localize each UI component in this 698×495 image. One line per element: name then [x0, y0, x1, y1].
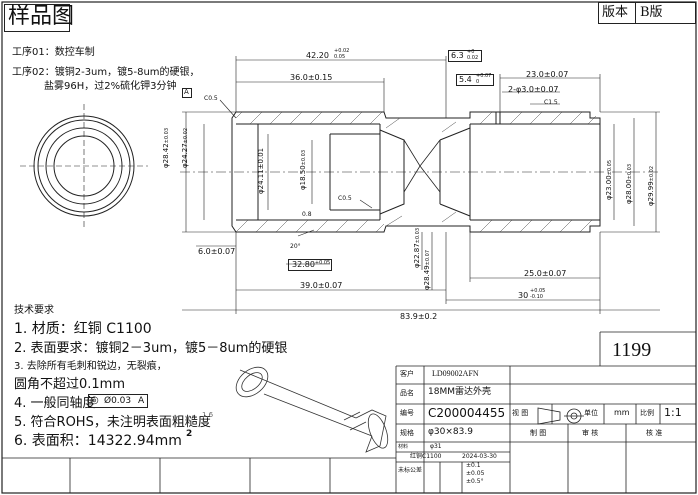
dim-5-4-tol-upper: +0.07 [476, 73, 492, 79]
dim-angle-20: 20° [290, 243, 301, 250]
dim-6-3-tol-upper: +0 [467, 49, 475, 55]
dim-d28-42: φ28.42±0.03 [162, 128, 170, 168]
dim-d24-11: φ24.11±0.01 [257, 147, 265, 194]
section-hatching [235, 111, 597, 233]
dim-5-4-box [456, 74, 494, 86]
date-value: 2024-03-30 [462, 453, 497, 460]
dim-c1-5: C1.5 [544, 99, 558, 106]
tech-item-5: 5. 符合ROHS，未注明表面粗糙度 [14, 415, 211, 430]
scale-label: 比例 [640, 409, 654, 417]
title-block-grid [2, 331, 696, 493]
tolerance-b: ±0.05 [466, 470, 485, 477]
customer-label: 客户 [400, 370, 414, 378]
dim-5-4: 5.4 [459, 75, 472, 84]
spec-label: 规格 [400, 429, 414, 437]
datum-a-box [182, 88, 192, 98]
coax-datum: A [138, 396, 145, 406]
dim-6-3-tol-lower: 0.02 [467, 55, 479, 61]
tech-item-6: 6. 表面积：14322.94mm [14, 433, 182, 449]
version-value: B版 [640, 5, 663, 20]
material-label: 材料 [398, 444, 409, 450]
section-view [180, 111, 660, 233]
end-view [20, 104, 148, 228]
tech-item-4: 4. 一般同轴度 [14, 396, 96, 411]
dim-d29-99: φ29.99±0.02 [647, 166, 655, 206]
dimension-lines [182, 56, 660, 314]
tolerance-label: 未标公差 [398, 467, 423, 474]
dim-42-20-tol-lower: 0.05 [334, 54, 346, 60]
spec-value: φ30×83.9 [428, 427, 473, 437]
dim-c0-5: C0.5 [204, 95, 218, 102]
version-label: 版本 [602, 5, 629, 20]
dim-2-holes: 2-φ3.0±0.07 [508, 85, 559, 94]
dim-c0-5-inner: C0.5 [338, 195, 352, 202]
dim-83-9: 83.9±0.2 [400, 312, 438, 321]
coax-tolerance-frame [88, 394, 148, 408]
part-number: 1199 [612, 339, 652, 361]
area-superscript: 2 [186, 429, 193, 439]
customer-value: LD09002AFN [432, 369, 479, 378]
dim-d28-49: φ28.49±0.07 [423, 250, 431, 290]
dim-39: 39.0±0.07 [300, 281, 343, 290]
dim-30-tol-lower: -0.10 [530, 294, 543, 300]
tech-item-1: 1. 材质：红铜 C1100 [14, 321, 152, 337]
view-label: 视 图 [512, 409, 529, 417]
dim-32-80-box [288, 259, 332, 271]
tech-heading: 技术要求 [14, 305, 54, 316]
process-note-2: 工序02：镀铜2-3um，镀5-8um的硬银， [12, 67, 200, 78]
dim-6-3: 6.3 [451, 51, 464, 60]
coax-symbol: ◎ [90, 395, 99, 406]
unit-value: mm [614, 408, 630, 417]
process-note-1: 工序01：数控车制 [12, 47, 95, 58]
dim-6-3-box [448, 50, 482, 62]
projection-symbol [537, 407, 584, 425]
dim-d18-50: φ18.50±0.03 [299, 150, 307, 190]
code-label: 编号 [400, 409, 414, 417]
material-value: φ31 [430, 443, 442, 450]
page-title-box [4, 4, 70, 32]
dim-30: 30 [518, 291, 529, 300]
dim-25: 25.0±0.07 [524, 269, 567, 278]
tech-item-2: 2. 表面要求：镀铜2－3um，镀5－8um的硬银 [14, 341, 288, 356]
design-label: 制 图 [530, 429, 547, 437]
dim-0-8: 0.8 [302, 211, 312, 218]
approve-label: 核 准 [646, 429, 663, 437]
tech-item-3b: 圆角不超过0.1mm [14, 377, 126, 392]
process-note-3: 盐雾96H，过2%硫化钾3分钟 [44, 81, 177, 92]
code-value: C200004455 [428, 406, 506, 420]
dim-d23-00: φ23.00±0.05 [605, 160, 613, 200]
dim-36: 36.0±0.15 [290, 73, 333, 82]
version-divider [635, 2, 636, 24]
material-grade: 红铜C1100 [410, 453, 442, 460]
dim-6: 6.0±0.07 [198, 247, 236, 256]
tolerance-c: ±0.5° [466, 478, 484, 485]
dim-23: 23.0±0.07 [526, 70, 569, 79]
dim-42-20: 42.20 [306, 51, 329, 60]
tech-item-3: 3. 去除所有毛刺和锐边，无裂痕， [14, 361, 167, 372]
roughness-value: 1.6 [202, 411, 214, 419]
scale-value: 1:1 [664, 406, 682, 419]
dim-32-80: 32.80+0.05 [292, 260, 331, 269]
part-name-value: 18MM雷达外壳 [428, 387, 491, 397]
dim-42-20-tol-upper: +0.02 [334, 48, 350, 54]
unit-label: 单位 [584, 409, 598, 417]
dim-d28-00: φ28.00±0.03 [625, 164, 633, 204]
dim-d22-87: φ22.87±0.03 [413, 228, 421, 268]
dim-5-4-tol-lower: 0 [476, 79, 480, 85]
dim-30-tol-upper: +0.05 [530, 288, 546, 294]
tolerance-a: ±0.1 [466, 462, 481, 469]
datum-a: A [184, 88, 189, 96]
part-3d-sketch [235, 366, 389, 453]
dim-d24-27: φ24.27±0.02 [181, 128, 189, 168]
page-title: 样品图 [8, 4, 75, 29]
review-label: 审 核 [582, 429, 599, 437]
part-name-label: 品名 [400, 389, 414, 397]
version-box [598, 2, 696, 24]
coax-value: Ø0.03 [104, 396, 132, 406]
